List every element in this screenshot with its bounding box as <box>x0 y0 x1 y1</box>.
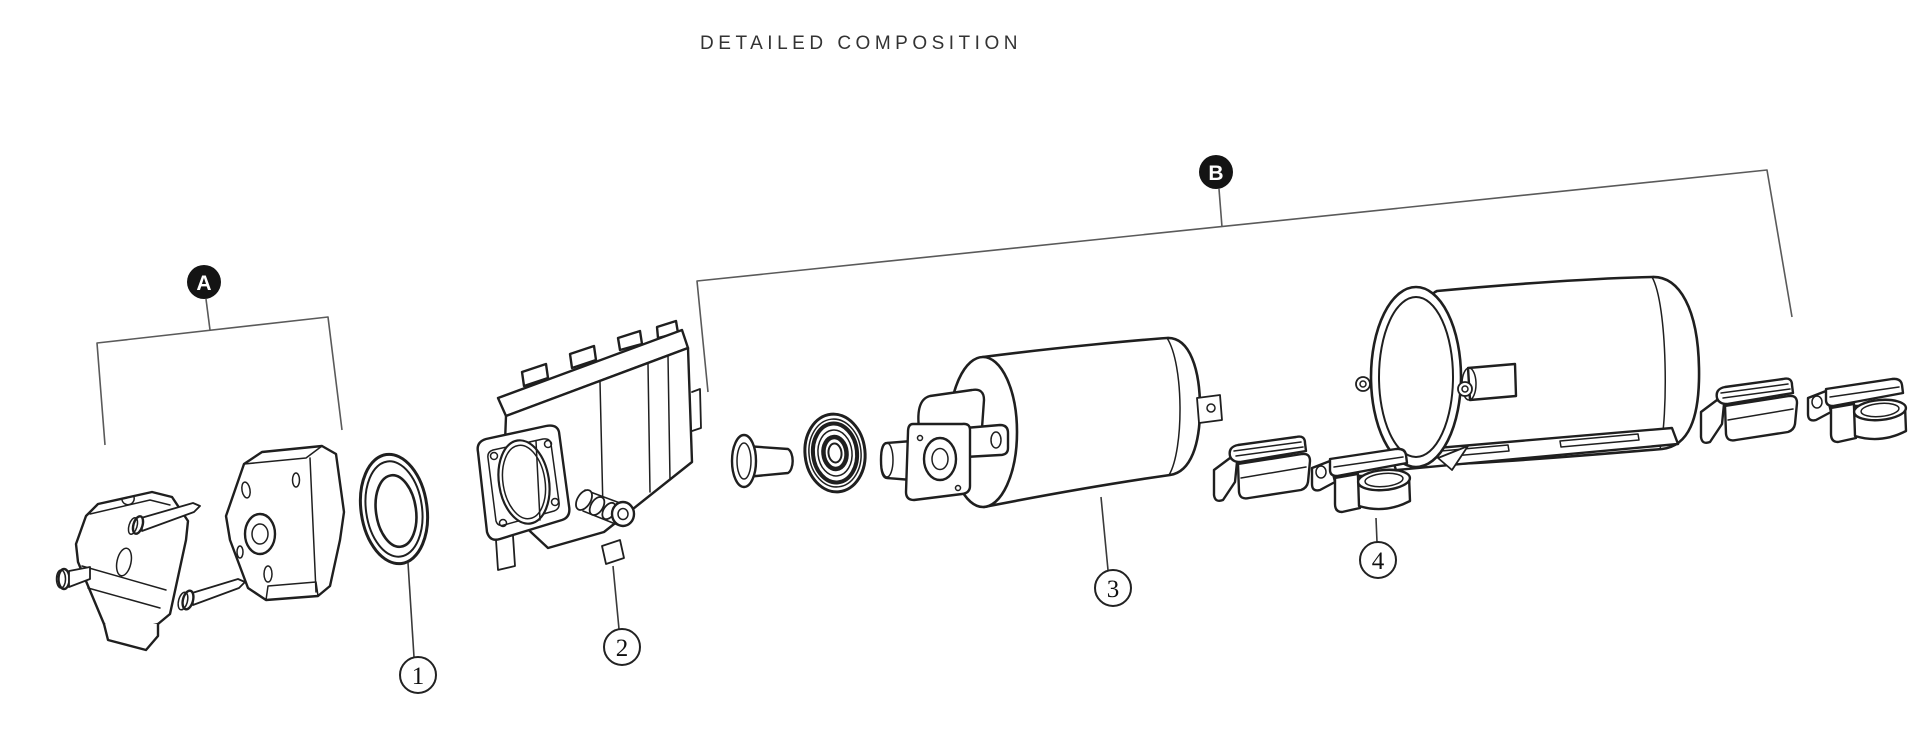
group-b-badge: B <box>1199 155 1233 189</box>
group-b-bracket <box>696 169 1793 393</box>
group-b-label: B <box>1208 162 1223 185</box>
callout-1: 1 <box>399 562 437 694</box>
motor-rear-housing <box>1355 275 1701 472</box>
mounting-foot <box>1212 435 1312 503</box>
motor <box>947 336 1223 509</box>
barb-port <box>575 489 636 528</box>
callout-4: 4 <box>1359 517 1397 579</box>
screw-upper <box>127 502 201 535</box>
callout-3: 3 <box>1094 496 1132 607</box>
eccentric-cam <box>879 388 1010 502</box>
pump-head <box>476 319 702 571</box>
callout-4-label: 4 <box>1372 548 1385 575</box>
callout-2: 2 <box>603 565 641 666</box>
motor-terminal <box>1196 394 1223 424</box>
o-ring <box>358 452 430 566</box>
mounting-foot <box>1806 377 1908 444</box>
mounting-foot <box>1310 447 1412 514</box>
group-a-label: A <box>196 272 211 295</box>
callout-3-label: 3 <box>1107 576 1120 603</box>
screw-lower <box>177 578 246 611</box>
cover-plate <box>74 490 190 652</box>
shaft-plug <box>730 433 794 489</box>
valve-housing <box>224 444 346 602</box>
diagram-title: DETAILED COMPOSITION <box>700 33 1022 54</box>
group-a-bracket <box>96 298 343 446</box>
ball-bearing <box>803 412 867 494</box>
screw-left <box>55 566 91 591</box>
callout-1-label: 1 <box>412 663 425 690</box>
group-a-badge: A <box>187 265 221 299</box>
callout-2-label: 2 <box>616 635 629 662</box>
mounting-foot <box>1699 377 1799 445</box>
